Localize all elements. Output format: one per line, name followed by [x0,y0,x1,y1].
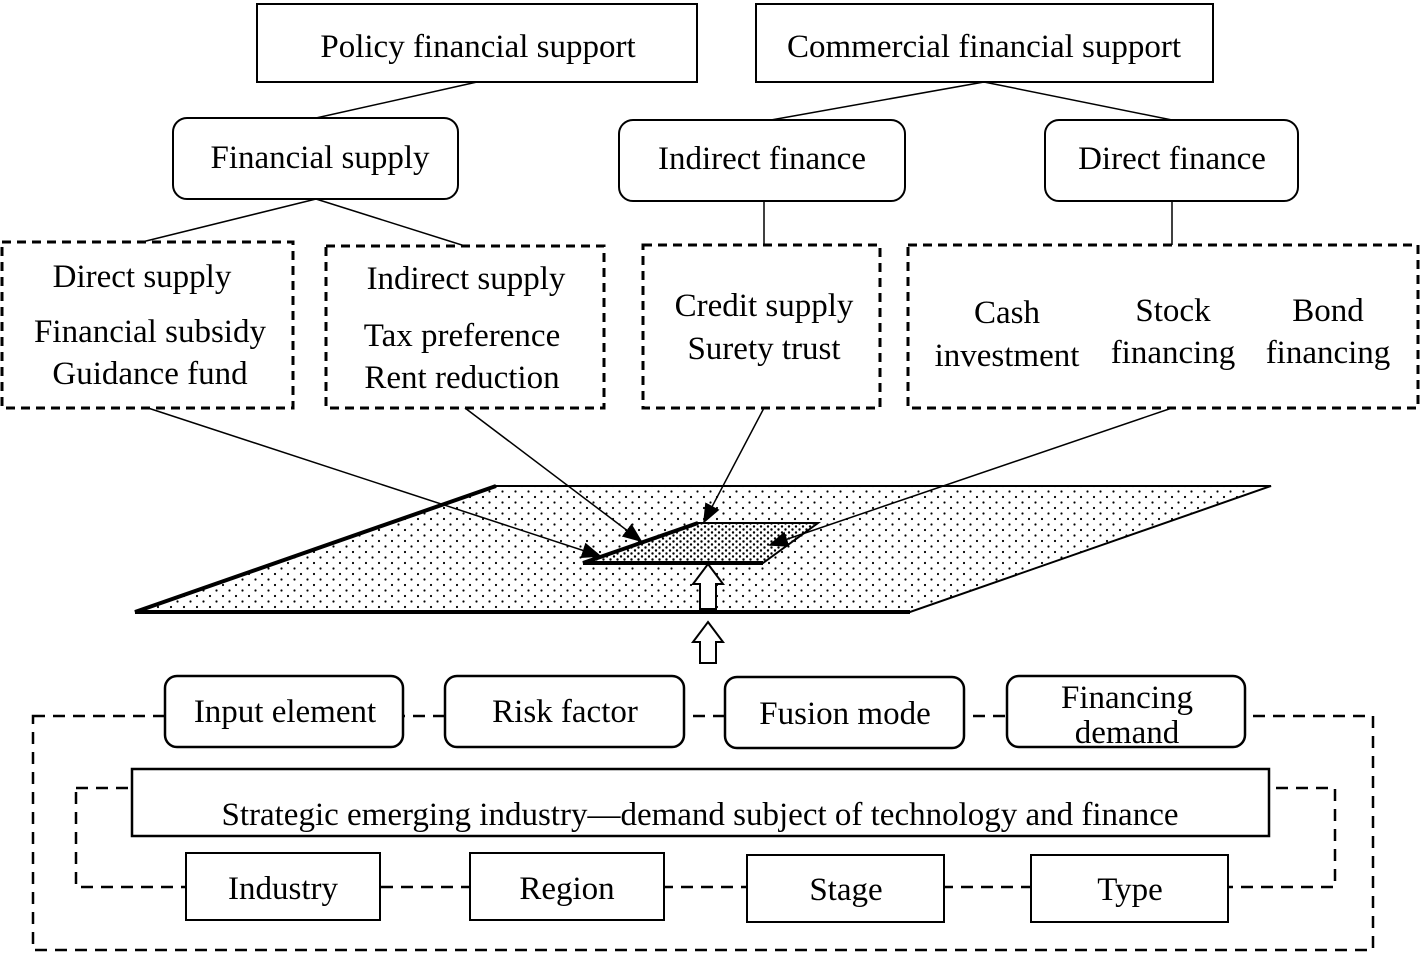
stock-financing-label: financing [1111,335,1236,371]
region-box [469,852,665,921]
arrow-indirect-supply [464,407,643,543]
third-level-boxes: Direct supply Financial subsidy Guidance… [0,240,1420,410]
financing-demand-box [1005,674,1247,749]
up-arrow-upper [691,562,725,610]
connector-commercial-to-direct-finance [983,81,1173,121]
platform [134,484,1272,614]
credit-box [641,243,882,410]
financial-subsidy-label: Financial subsidy [34,314,266,350]
fusion-mode-label: Fusion mode [759,696,930,732]
input-element-box [163,674,405,749]
direct-finance-label: Direct finance [1078,141,1266,177]
region-label: Region [519,871,614,907]
commercial-box [755,3,1214,83]
direct-supply-title: Direct supply [53,259,232,295]
platform-arrows [147,407,1173,559]
financial-supply-label: Financial supply [210,140,430,176]
up-arrow-lower [691,620,725,664]
second-level-boxes: Financial supply Indirect finance Direct… [172,117,1299,202]
connector-financial-supply-to-direct-supply [141,198,317,243]
bond-label: Bond [1292,293,1364,329]
risk-factor-label: Risk factor [492,694,638,730]
financial-supply-box [172,117,459,200]
arrow-direct-supply [147,407,602,559]
indirect-finance-box [618,119,906,202]
subject-label: Strategic emerging industry—demand subje… [221,797,1178,833]
connector-policy-to-financial-supply [315,81,478,119]
indirect-supply-title: Indirect supply [367,261,566,297]
stage-box [746,854,945,923]
inner-platform-left-edge [582,521,699,565]
direct-finance-items-box [906,243,1420,410]
industry-label: Industry [228,871,338,907]
indirect-supply-box [324,244,606,410]
subject-box [130,767,1271,838]
arrow-credit [703,407,765,524]
rent-reduction-label: Rent reduction [364,360,559,396]
commercial-label: Commercial financial support [787,29,1181,65]
bond-financing-label: financing [1266,335,1391,371]
arrow-direct-finance-items [768,407,1173,547]
hierarchy-connectors [141,81,1173,247]
platform-left-edge [134,484,497,614]
financing-label: Financing [1061,680,1193,716]
surety-trust-label: Surety trust [687,331,840,367]
industry-box [185,852,381,921]
indirect-finance-label: Indirect finance [658,141,866,177]
top-level-boxes: Policy financial support Commercial fina… [256,3,1214,83]
factor-boxes: Input element Risk factor Fusion mode Fi… [163,674,1247,751]
cash-investment-label: investment [935,338,1080,374]
tax-preference-label: Tax preference [364,318,560,354]
type-box [1030,854,1229,923]
hollow-up-arrows [691,562,725,664]
cash-label: Cash [974,295,1041,331]
risk-factor-box [443,674,686,749]
type-label: Type [1097,872,1163,908]
guidance-fund-label: Guidance fund [52,356,248,392]
stage-label: Stage [809,872,882,908]
policy-box [256,3,698,83]
direct-finance-box [1044,119,1299,202]
input-element-label: Input element [194,694,376,730]
policy-label: Policy financial support [320,29,635,65]
connector-commercial-to-indirect-finance [770,81,985,121]
fusion-mode-box [723,675,966,750]
direct-supply-box [0,240,295,410]
dimension-boxes: Industry Region Stage Type [185,852,1229,923]
stock-label: Stock [1135,293,1211,329]
outer-dashed-frame [31,714,1375,952]
demand-label: demand [1075,715,1180,751]
credit-supply-label: Credit supply [675,288,854,324]
connector-financial-supply-to-indirect-supply [315,198,466,247]
